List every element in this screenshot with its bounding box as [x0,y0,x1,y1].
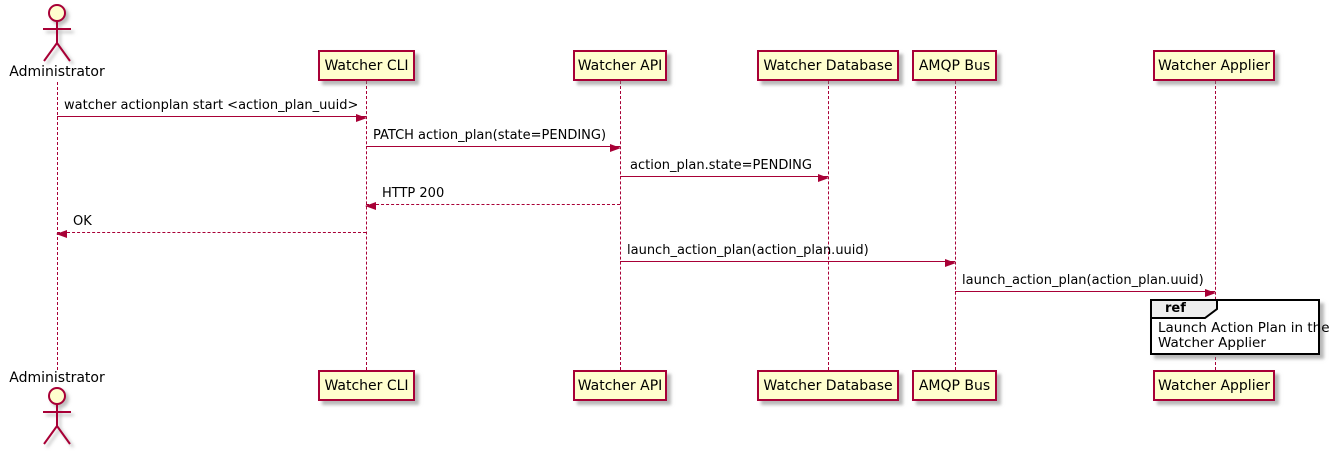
arrowhead-right-icon [356,114,367,122]
participant-watcher-database-top: Watcher Database [757,50,899,81]
ref-fragment: ref Launch Action Plan in the Watcher Ap… [1150,299,1330,355]
message-start-actionplan: watcher actionplan start <action_plan_uu… [57,96,367,122]
lifeline-administrator [57,82,58,370]
participant-watcher-api-top: Watcher API [573,50,667,81]
participant-label: Watcher Database [763,377,893,394]
message-http-200: HTTP 200 [365,184,620,210]
actor-icon [43,387,71,445]
participant-label: Watcher CLI [324,377,409,394]
arrowhead-right-icon [945,259,956,267]
arrowhead-left-icon [365,202,376,210]
message-label: HTTP 200 [382,186,445,201]
ref-keyword: ref [1165,301,1186,316]
participant-amqp-bus-top: AMQP Bus [912,50,997,81]
participant-label: Watcher Database [763,57,893,74]
actor-name-bottom: Administrator [9,370,105,386]
arrowhead-right-icon [1205,289,1216,297]
lifeline-amqp-bus [955,81,956,370]
participant-label: Watcher API [577,377,663,394]
message-label: action_plan.state=PENDING [630,158,812,173]
participant-amqp-bus-bottom: AMQP Bus [912,370,997,401]
arrowhead-right-icon [818,174,829,182]
ref-text-line2: Watcher Applier [1158,335,1266,351]
message-patch-action-plan: PATCH action_plan(state=PENDING) [366,126,621,152]
lifeline-watcher-database [828,81,829,370]
arrowhead-right-icon [610,144,621,152]
actor-name-top: Administrator [9,64,105,80]
participant-watcher-applier-bottom: Watcher Applier [1153,370,1275,401]
participant-label: Watcher API [577,57,663,74]
participant-label: Watcher CLI [324,57,409,74]
participant-label: AMQP Bus [918,57,991,74]
ref-text-line1: Launch Action Plan in the [1158,320,1330,336]
message-launch-action-plan-applier: launch_action_plan(action_plan.uuid) [955,271,1216,297]
participant-label: Watcher Applier [1158,57,1270,74]
participant-watcher-api-bottom: Watcher API [573,370,667,401]
participant-label: AMQP Bus [918,377,991,394]
message-label: launch_action_plan(action_plan.uuid) [962,273,1204,288]
participant-watcher-applier-top: Watcher Applier [1153,50,1275,81]
participant-watcher-database-bottom: Watcher Database [757,370,899,401]
lifeline-watcher-cli [366,81,367,370]
arrowhead-left-icon [56,230,67,238]
lifeline-watcher-applier [1215,81,1216,370]
message-label: launch_action_plan(action_plan.uuid) [627,243,869,258]
message-label: PATCH action_plan(state=PENDING) [373,128,607,143]
message-label: watcher actionplan start <action_plan_uu… [64,98,359,113]
actor-icon [43,4,71,62]
participant-watcher-cli-bottom: Watcher CLI [318,370,415,401]
message-label: OK [73,214,92,229]
message-action-plan-state: action_plan.state=PENDING [620,156,829,182]
ref-tag-shape [1150,299,1218,319]
lifeline-watcher-api [620,81,621,370]
message-launch-action-plan-amqp: launch_action_plan(action_plan.uuid) [620,241,956,267]
participant-watcher-cli-top: Watcher CLI [318,50,415,81]
participant-label: Watcher Applier [1158,377,1270,394]
message-ok: OK [56,212,366,238]
